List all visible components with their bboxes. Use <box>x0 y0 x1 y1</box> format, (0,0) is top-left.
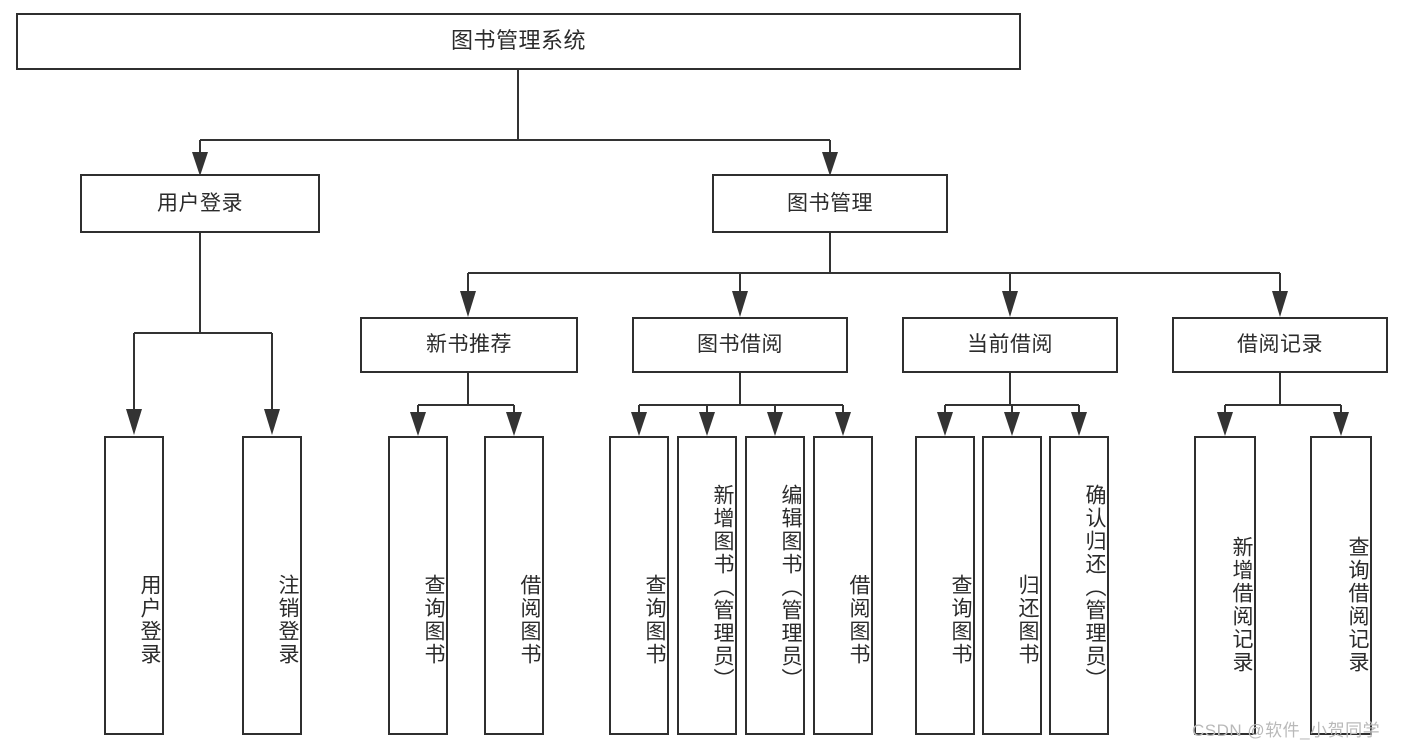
node-label: 借阅图书 <box>847 573 870 666</box>
node-current-borrow[interactable]: 当前借阅 <box>902 317 1118 373</box>
leaf-user-login[interactable]: 用户登录 <box>104 436 164 735</box>
node-borrow-record[interactable]: 借阅记录 <box>1172 317 1388 373</box>
leaf-borrow-book-borrow[interactable]: 借阅图书 <box>813 436 873 735</box>
leaf-confirm-return-admin[interactable]: 确认归还（管理员） <box>1049 436 1109 735</box>
node-label: 新增借阅记录 <box>1230 535 1253 674</box>
leaf-user-logout[interactable]: 注销登录 <box>242 436 302 735</box>
node-label: 确认归还（管理员） <box>1083 484 1106 691</box>
node-new-book-recommend[interactable]: 新书推荐 <box>360 317 578 373</box>
leaf-edit-book-admin[interactable]: 编辑图书（管理员） <box>745 436 805 735</box>
leaf-add-book-admin[interactable]: 新增图书（管理员） <box>677 436 737 735</box>
leaf-query-book-borrow[interactable]: 查询图书 <box>609 436 669 735</box>
node-label: 新增图书（管理员） <box>711 484 734 691</box>
node-label: 借阅记录 <box>1237 333 1323 357</box>
csdn-watermark: CSDN @软件_小贺同学 <box>1192 721 1381 740</box>
node-label: 注销登录 <box>276 573 299 666</box>
leaf-query-borrow-record[interactable]: 查询借阅记录 <box>1310 436 1372 735</box>
node-label: 图书管理 <box>787 191 873 215</box>
node-book-management[interactable]: 图书管理 <box>712 174 948 233</box>
node-root-book-management-system[interactable]: 图书管理系统 <box>16 13 1021 70</box>
node-label: 图书管理系统 <box>450 28 586 54</box>
node-label: 查询图书 <box>422 573 445 666</box>
leaf-query-book-recommend[interactable]: 查询图书 <box>388 436 448 735</box>
node-user-login[interactable]: 用户登录 <box>80 174 320 233</box>
node-label: 用户登录 <box>138 573 161 666</box>
leaf-query-book-current[interactable]: 查询图书 <box>915 436 975 735</box>
node-label: 查询借阅记录 <box>1346 535 1369 674</box>
node-label: 编辑图书（管理员） <box>779 484 802 691</box>
node-label: 当前借阅 <box>967 333 1053 357</box>
leaf-borrow-book-recommend[interactable]: 借阅图书 <box>484 436 544 735</box>
node-label: 新书推荐 <box>426 333 512 357</box>
node-label: 查询图书 <box>643 573 666 666</box>
node-label: 借阅图书 <box>518 573 541 666</box>
node-label: 用户登录 <box>157 191 243 215</box>
node-label: 归还图书 <box>1016 573 1039 666</box>
leaf-add-borrow-record[interactable]: 新增借阅记录 <box>1194 436 1256 735</box>
node-label: 图书借阅 <box>697 333 783 357</box>
node-book-borrow[interactable]: 图书借阅 <box>632 317 848 373</box>
node-label: 查询图书 <box>949 573 972 666</box>
leaf-return-book[interactable]: 归还图书 <box>982 436 1042 735</box>
